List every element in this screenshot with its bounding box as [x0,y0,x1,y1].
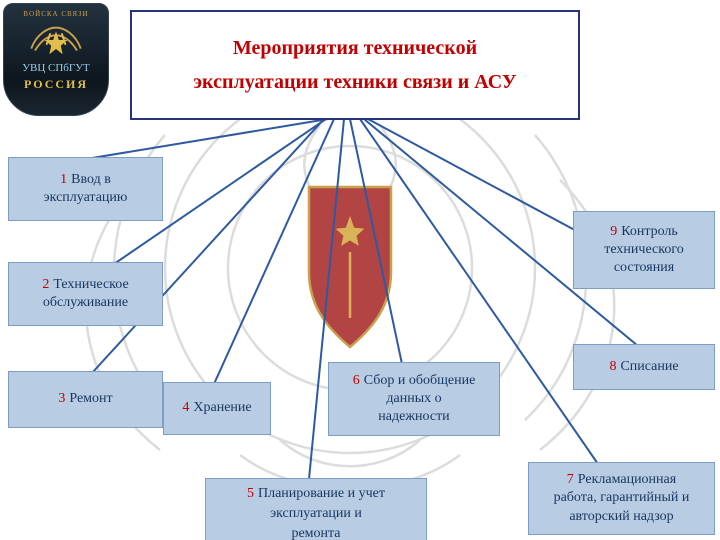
node-number: 1 [60,171,68,187]
title-line-1: Мероприятия технической [232,37,478,59]
node-label: Техническое обслуживание [42,276,129,310]
node-text: 5 Планирование и учет эксплуатации и ремо… [247,484,385,540]
winged-star-emblem-icon [24,19,88,61]
node-label: Хранение [193,400,252,416]
node-number: 6 [352,372,360,388]
node-number: 2 [42,276,50,292]
unit-emblem: ВОЙСКА СВЯЗИ УВЦ СПбГУТ РОССИЯ [3,3,109,116]
title-line-2: эксплуатации техники связи и АСУ [193,71,517,93]
node-number: 9 [610,223,618,239]
emblem-uvc-text: УВЦ СПбГУТ [22,62,90,74]
emblem-russia-text: РОССИЯ [23,77,89,91]
node-number: 7 [566,472,574,488]
title-box: Мероприятия технической эксплуатации тех… [130,10,580,120]
node-number: 4 [182,400,190,416]
emblem-arc-text: ВОЙСКА СВЯЗИ [23,10,89,18]
node-label: Ремонт [69,391,113,407]
red-shield [307,185,393,349]
node-label: Планирование и учет эксплуатации и ремон… [258,486,385,540]
node-number: 8 [609,358,617,374]
node-number: 5 [247,486,254,501]
node-label: Списание [620,358,679,374]
node-label: Ввод в эксплуатацию [43,171,128,205]
node-label: Рекламационная работа, гарантийный и авт… [553,472,690,524]
node-number: 3 [58,391,66,407]
node-label: Сбор и обобщение данных о надежности [363,372,476,425]
node-5-planirovanie-i-uchet: 5 Планирование и учет эксплуатации и ремо… [205,478,427,540]
